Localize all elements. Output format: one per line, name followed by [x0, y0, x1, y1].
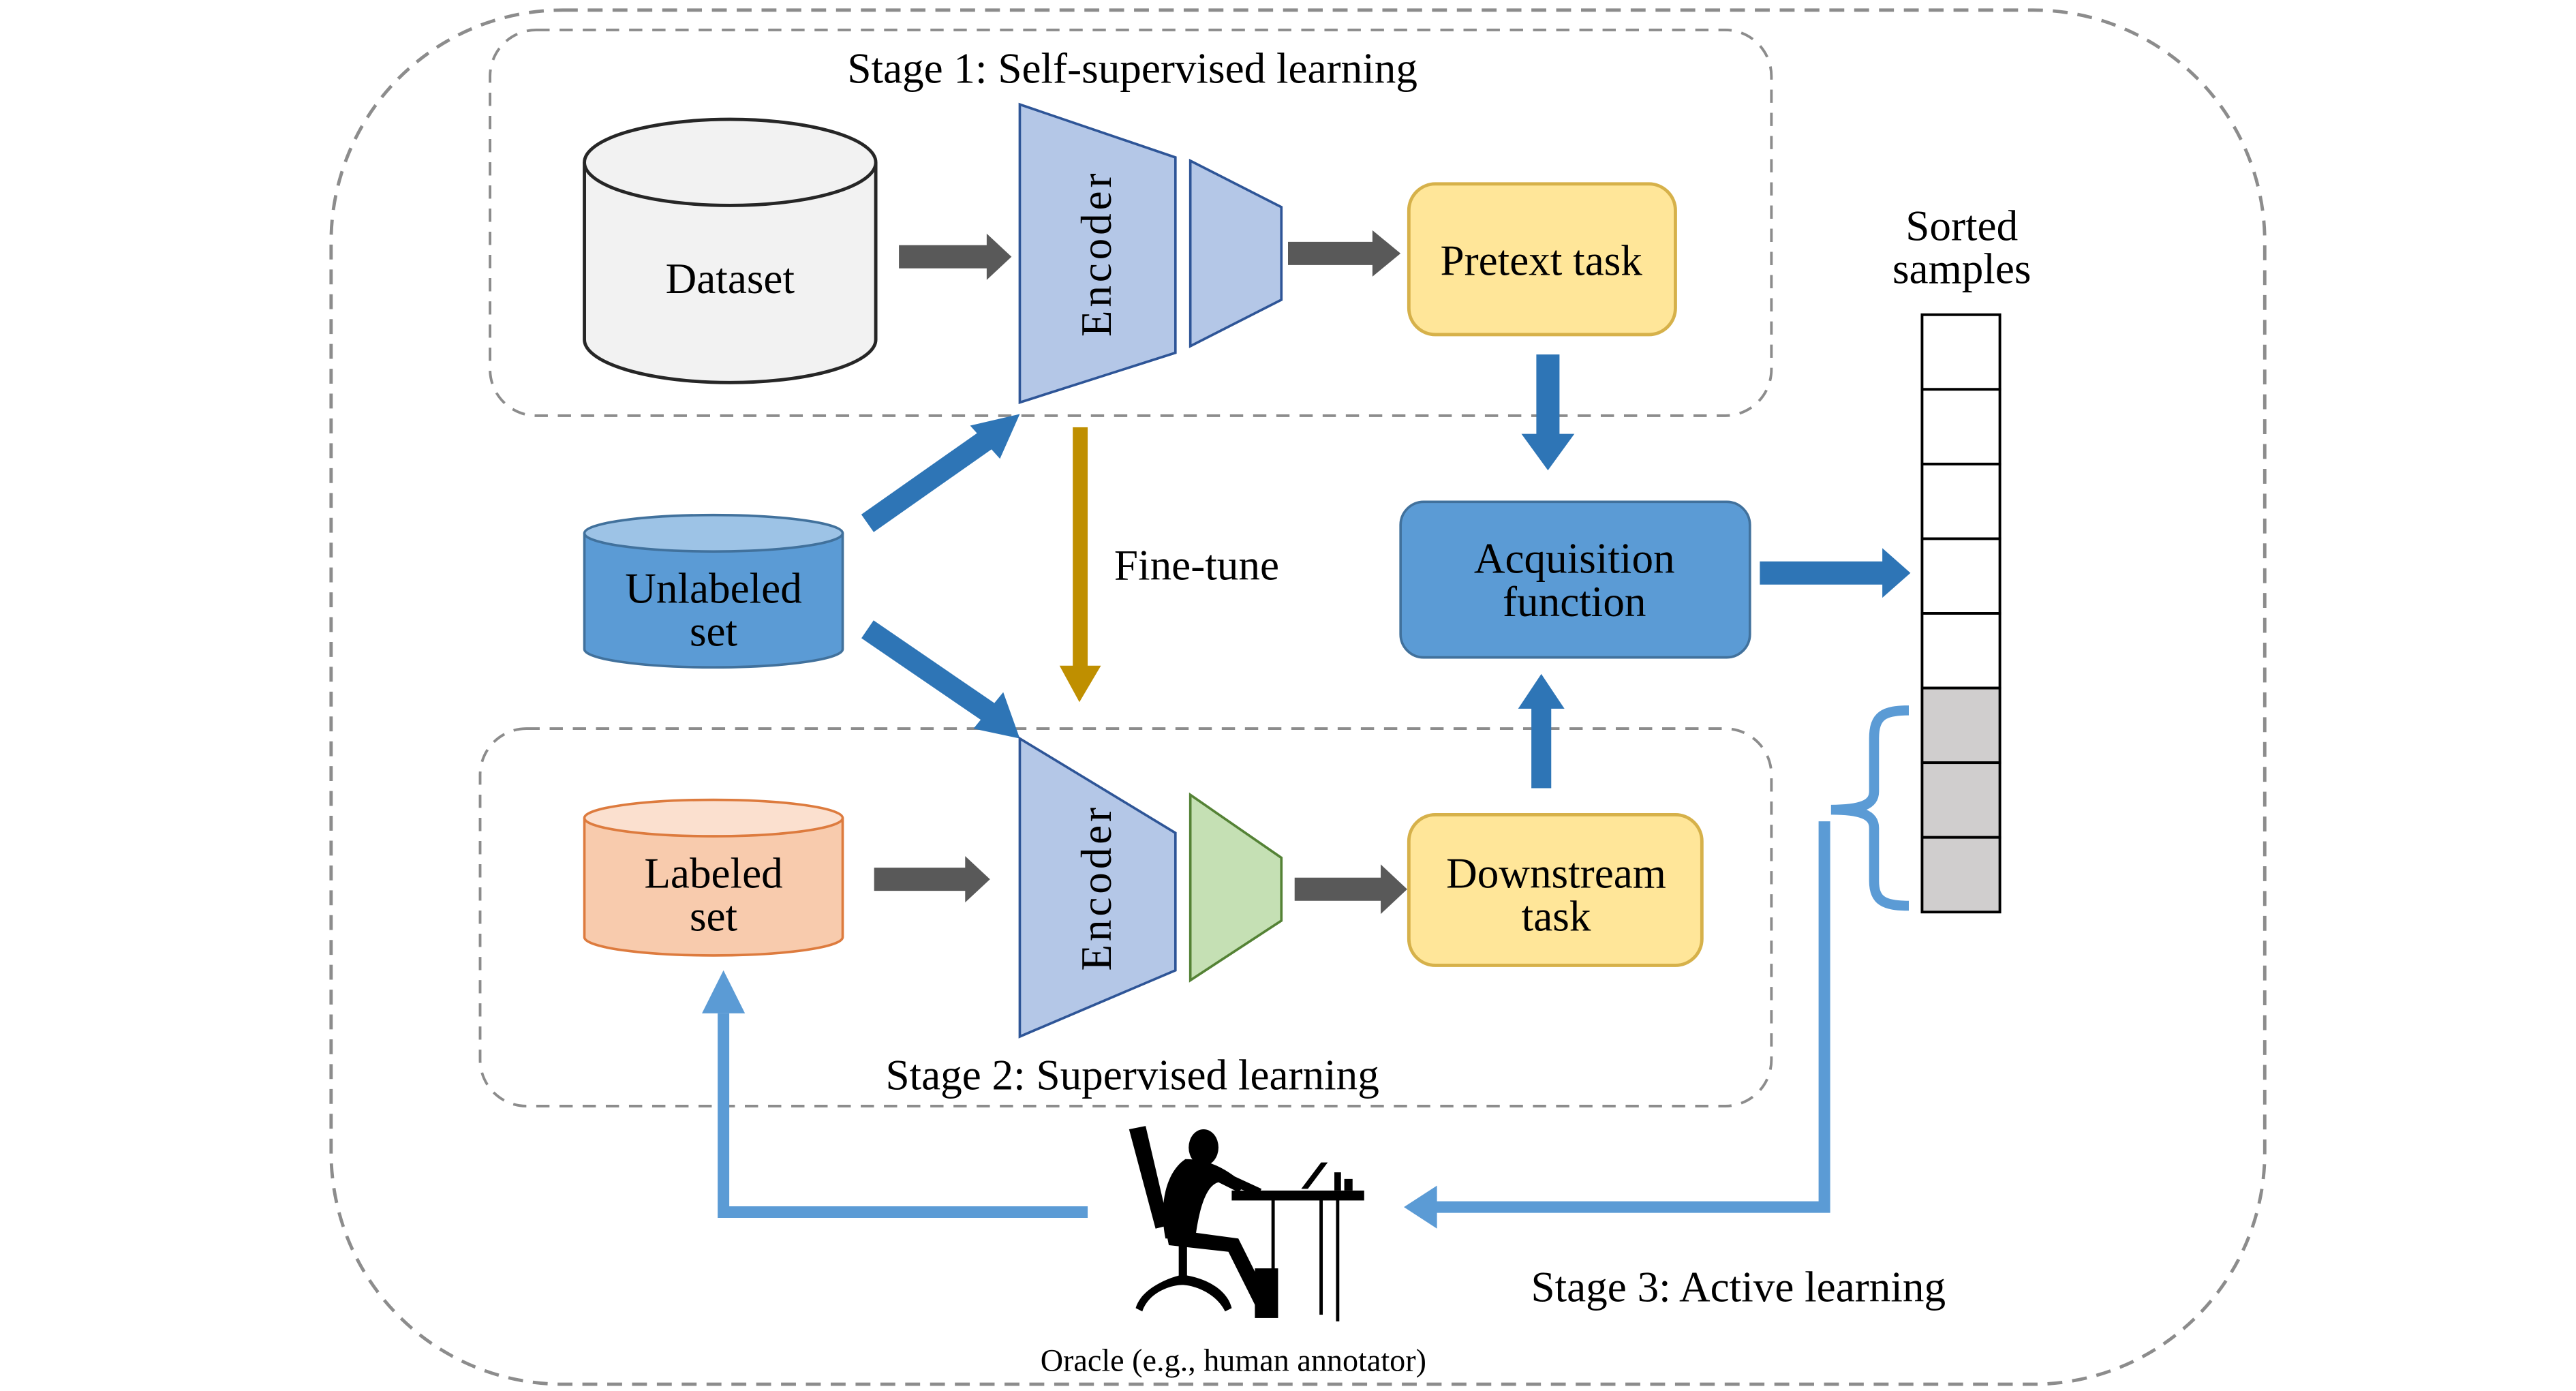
unlabeled-set-cylinder: Unlabeled set: [583, 513, 844, 669]
arrow-encoder-to-downstream: [1294, 864, 1407, 915]
unlabeled-set-label-line1: Unlabeled: [625, 564, 802, 612]
sorted-sample-cell-selected: [1920, 686, 2002, 765]
acquisition-function-label-line1: Acquisition: [1474, 535, 1675, 583]
oracle-human-annotator-icon: [1129, 1126, 1364, 1321]
dataset-cylinder: Dataset: [583, 117, 878, 384]
arrow-downstream-to-acquisition: [1518, 673, 1565, 789]
arrow-unlabeled-to-encoder-bottom: [861, 620, 1020, 739]
labeled-set-label-line1: Labeled: [644, 849, 782, 897]
downstream-head: [1189, 792, 1283, 983]
sorted-sample-cell: [1920, 462, 2002, 540]
pretext-task-box: Pretext task: [1407, 182, 1677, 337]
stage2-title: Stage 2: Supervised learning: [885, 1052, 1379, 1099]
arrow-dataset-to-encoder: [899, 233, 1012, 280]
encoder-bottom: Encoder: [1018, 736, 1177, 1039]
stage1-title: Stage 1: Self-supervised learning: [847, 45, 1417, 93]
sorted-sample-cell: [1920, 388, 2002, 465]
labeled-set-cylinder: Labeled set: [583, 798, 844, 957]
encoder-top-label: Encoder: [1073, 170, 1120, 337]
encoder-bottom-label: Encoder: [1073, 804, 1120, 970]
arrow-unlabeled-to-encoder-top: [861, 414, 1020, 532]
sorted-sample-cell: [1920, 537, 2002, 615]
arrow-pretext-to-acquisition: [1521, 354, 1575, 471]
dataset-label: Dataset: [666, 255, 795, 303]
sorted-sample-cell-selected: [1920, 836, 2002, 914]
stage2-boundary: [478, 727, 1773, 1107]
arrow-oracle-to-labeled: [702, 970, 1088, 1218]
stage3-title: Stage 3: Active learning: [1531, 1264, 1946, 1311]
acquisition-function-box: Acquisition function: [1399, 500, 1751, 659]
acquisition-function-label-line2: function: [1503, 578, 1646, 626]
arrow-selected-to-oracle: [1404, 821, 1830, 1229]
finetune-label: Fine-tune: [1114, 541, 1279, 589]
selected-samples-bracket-icon: [1830, 705, 1910, 911]
sorted-samples-column: [1920, 313, 2002, 914]
arrow-labeled-to-encoder: [874, 856, 990, 903]
sorted-samples-label-line2: samples: [1892, 245, 2031, 293]
pretext-head: [1189, 158, 1283, 348]
sorted-sample-cell: [1920, 612, 2002, 690]
encoder-top: Encoder: [1018, 102, 1177, 405]
sorted-sample-cell-selected: [1920, 761, 2002, 839]
downstream-task-label-line1: Downstream: [1446, 849, 1666, 897]
downstream-task-box: Downstream task: [1407, 812, 1704, 967]
arrow-acquisition-to-sorted: [1760, 548, 1911, 598]
oracle-label: Oracle (e.g., human annotator): [1041, 1343, 1426, 1378]
unlabeled-set-label-line2: set: [690, 608, 738, 656]
sorted-sample-cell: [1920, 313, 2002, 391]
arrow-encoder-to-pretext: [1288, 230, 1401, 277]
labeled-set-label-line2: set: [690, 892, 738, 940]
downstream-task-label-line2: task: [1522, 892, 1591, 940]
sorted-samples-label-line1: Sorted: [1905, 202, 2018, 249]
arrow-finetune: [1059, 427, 1101, 703]
pretext-task-label: Pretext task: [1440, 236, 1642, 284]
stage3-boundary: [329, 8, 2267, 1386]
